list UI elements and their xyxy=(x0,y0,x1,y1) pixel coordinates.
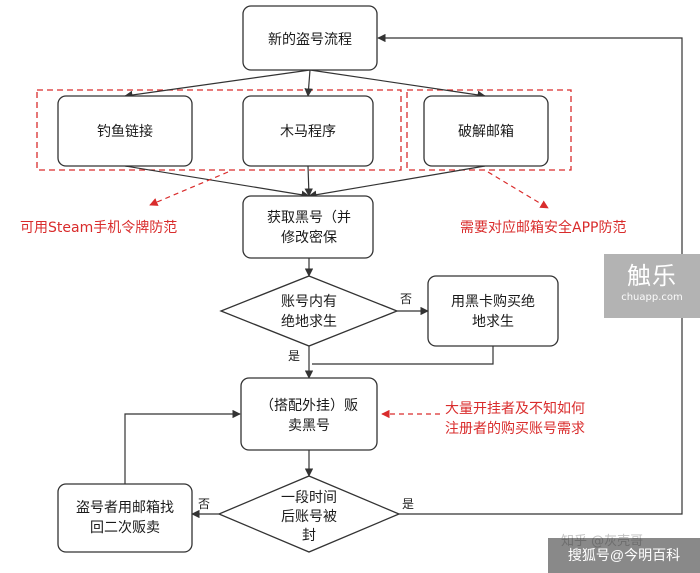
attack-group-frame xyxy=(36,89,402,171)
get-account-label-line-1: 获取黑号（并 xyxy=(267,210,351,226)
get-account-label-line-2: 修改密保 xyxy=(281,229,337,246)
edge-trojan-get xyxy=(304,165,313,197)
edge-start-phishing xyxy=(124,69,311,100)
start-label: 新的盗号流程 xyxy=(268,32,352,48)
node-phishing xyxy=(57,95,193,167)
banned-check-label-line-2: 后账号被 xyxy=(281,509,337,525)
node-trojan xyxy=(242,95,374,167)
sell-label-line-2: 卖黑号 xyxy=(288,418,330,434)
edge-buy-merge xyxy=(312,346,494,365)
node-resell xyxy=(57,483,193,553)
edge-label-no-2: 否 xyxy=(198,497,210,511)
buy-game-label-line-2: 地求生 xyxy=(472,314,514,330)
resell-label-line-1: 盗号者用邮箱找 xyxy=(76,500,174,516)
banned-check-label-line-1: 一段时间 xyxy=(281,490,337,506)
trojan-label: 木马程序 xyxy=(280,124,336,140)
edge-label-no-1: 否 xyxy=(400,292,412,306)
banned-check-label-line-3: 封 xyxy=(302,528,316,544)
logo-sub-text: chuapp.com xyxy=(621,292,683,303)
node-sell xyxy=(240,377,378,451)
phishing-label: 钓鱼链接 xyxy=(97,123,153,140)
note-arrow-email xyxy=(487,171,549,209)
buy-game-label-line-1: 用黑卡购买绝 xyxy=(451,294,535,310)
note-demand-line-1: 大量开挂者及不知如何 xyxy=(445,400,585,417)
node-crack-email xyxy=(423,95,549,167)
edge-start-email xyxy=(309,69,486,100)
sell-label-line-1: （搭配外挂）贩 xyxy=(260,398,358,414)
logo-main-text: 触乐 xyxy=(627,262,677,290)
node-buy-game xyxy=(427,275,559,347)
chuapp-logo: 触乐 chuapp.com xyxy=(604,254,700,318)
node-get-account xyxy=(242,195,374,259)
resell-label-line-2: 回二次贩卖 xyxy=(90,520,160,536)
node-check-unban xyxy=(219,275,399,347)
watermark-credit: 搜狐号@今明百科 xyxy=(548,538,700,573)
node-banned-check xyxy=(217,475,401,553)
crack-email-label: 破解邮箱 xyxy=(458,124,514,140)
note-demand-line-2: 注册者的购买账号需求 xyxy=(445,421,585,437)
edge-label-yes-2: 是 xyxy=(402,497,414,511)
edge-email-get xyxy=(308,165,486,199)
node-start xyxy=(242,5,378,71)
edge-phishing-get xyxy=(124,165,310,199)
check-unban-label-line-1: 账号内有 xyxy=(281,294,337,310)
edge-start-trojan xyxy=(304,69,313,97)
edge-label-yes-1: 是 xyxy=(288,349,300,363)
check-unban-label-line-2: 绝地求生 xyxy=(281,314,337,330)
edge-resell-sell xyxy=(124,409,241,484)
email-group-frame xyxy=(406,89,572,171)
note-email: 需要对应邮箱安全APP防范 xyxy=(460,219,626,236)
note-steam: 可用Steam手机令牌防范 xyxy=(20,219,177,236)
